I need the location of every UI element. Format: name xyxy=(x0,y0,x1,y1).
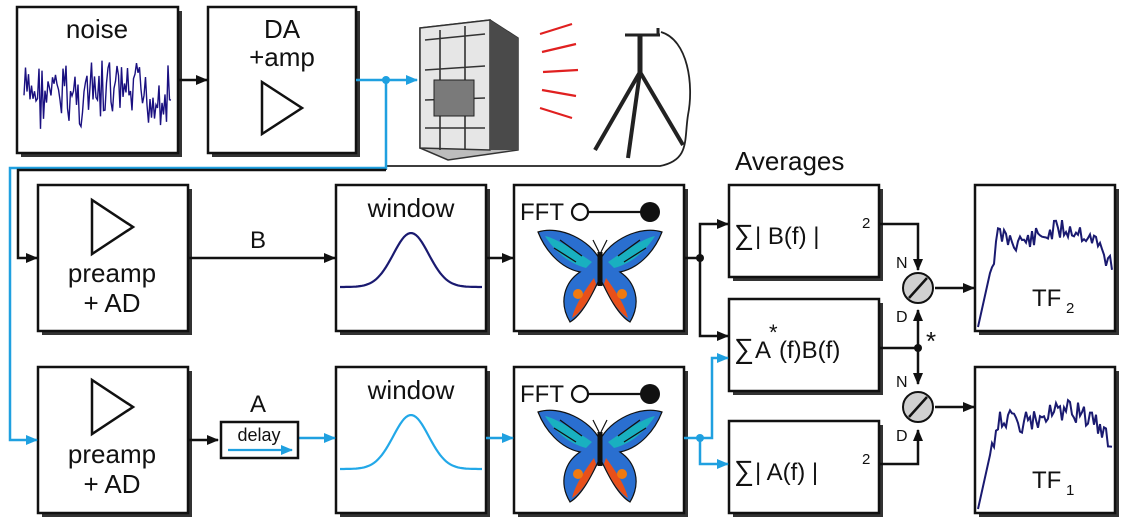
preamp-b-label: preamp xyxy=(68,258,156,288)
n-bottom-label: N xyxy=(896,374,908,391)
fft-a-switch-closed xyxy=(640,384,660,404)
avg-b-block: ∑ | B(f) | 2 xyxy=(727,183,883,281)
delay-block: delay xyxy=(219,420,300,460)
fft-b-switch-open xyxy=(570,202,590,222)
tf2-sub: 2 xyxy=(1066,300,1074,317)
preamp-a-block: preamp + AD xyxy=(36,365,192,517)
avg-a-sum: ∑ xyxy=(734,455,754,486)
fft-b-label: FFT xyxy=(520,199,564,226)
d-top-label: D xyxy=(896,309,908,326)
tf1-sub: 1 xyxy=(1066,482,1074,499)
preamp-b-block: preamp + AD xyxy=(36,183,192,335)
avg-ab-sum: ∑ xyxy=(734,333,754,364)
d-bottom-label: D xyxy=(896,428,908,445)
delay-label: delay xyxy=(237,425,280,445)
signal-b-label: B xyxy=(250,227,266,254)
avg-ab-star: * xyxy=(769,320,778,345)
tf1-block: TF 1 xyxy=(973,365,1119,517)
tf2-label: TF xyxy=(1032,285,1061,312)
loudspeaker-icon xyxy=(419,19,519,161)
divide-circle-icon xyxy=(902,391,934,423)
junction-dot xyxy=(696,254,704,262)
amplifier-triangle-icon xyxy=(90,197,136,257)
fft-b-block: FFT xyxy=(512,183,688,335)
tf1-label: TF xyxy=(1032,467,1061,494)
noise-block: noise xyxy=(15,5,182,157)
ad-a-label: + AD xyxy=(83,469,140,499)
preamp-a-label: preamp xyxy=(68,439,156,469)
avg-b-text: | B(f) | xyxy=(755,223,819,250)
avg-ab-block: ∑ A * (f)B(f) xyxy=(727,297,883,395)
fft-a-label: FFT xyxy=(520,381,564,408)
tf2-block: TF 2 xyxy=(973,183,1119,335)
window-b-curve xyxy=(340,232,482,289)
sound-waves-icon xyxy=(539,22,579,120)
window-a-curve xyxy=(340,414,482,471)
amp-label: +amp xyxy=(249,42,315,72)
tf1-curve xyxy=(977,398,1113,510)
avg-a-block: ∑ | A(f) | 2 xyxy=(727,419,883,517)
avg-b-exp: 2 xyxy=(862,215,870,232)
avg-ab-a: A xyxy=(755,337,771,364)
ad-b-label: + AD xyxy=(83,288,140,318)
fft-b-switch-closed xyxy=(640,202,660,222)
window-b-block: window xyxy=(334,183,490,335)
junction-dot xyxy=(382,76,390,84)
divide-circle-icon xyxy=(902,272,934,304)
window-b-label: window xyxy=(367,193,455,223)
fft-a-block: FFT xyxy=(512,365,688,517)
avg-ab-rest: (f)B(f) xyxy=(779,337,840,364)
amplifier-triangle-icon xyxy=(260,79,305,137)
amplifier-triangle-icon xyxy=(90,377,136,437)
microphone-on-tripod-icon xyxy=(385,28,691,170)
noise-waveform xyxy=(23,60,172,129)
avg-a-exp: 2 xyxy=(862,451,870,468)
n-top-label: N xyxy=(896,255,908,272)
avg-b-sum: ∑ xyxy=(734,219,754,250)
junction-dot xyxy=(696,434,704,442)
averages-label: Averages xyxy=(735,146,844,176)
junction-dot xyxy=(914,344,922,352)
conj-star-label: * xyxy=(926,326,936,356)
window-a-block: window xyxy=(334,365,490,517)
da-amp-block: DA +amp xyxy=(206,5,360,157)
avg-a-text: | A(f) | xyxy=(755,459,818,486)
da-label: DA xyxy=(264,14,301,44)
signal-a-label: A xyxy=(250,391,266,418)
connections xyxy=(8,75,975,469)
fft-a-switch-open xyxy=(570,384,590,404)
tf2-curve xyxy=(977,219,1113,328)
window-a-label: window xyxy=(367,375,455,405)
noise-label: noise xyxy=(66,14,128,44)
